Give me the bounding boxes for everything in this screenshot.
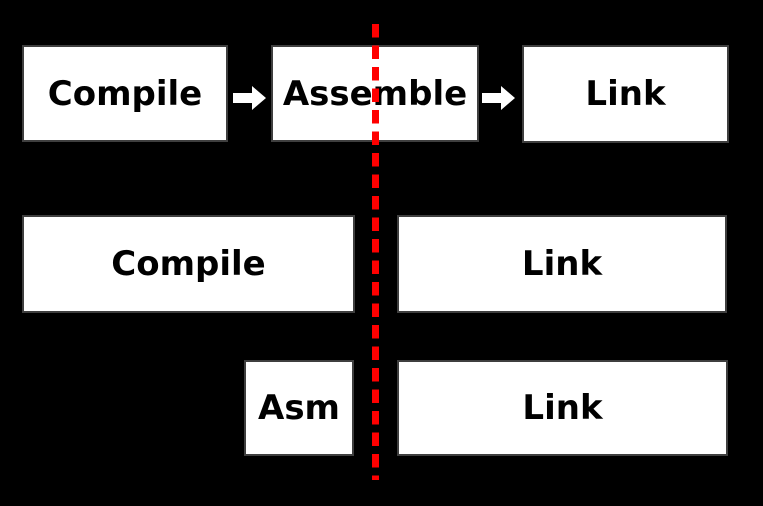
stage-label: Link [522,388,603,428]
stage-label: Compile [47,73,203,114]
stage-label: Link [521,244,603,284]
stage-label: Compile [111,244,266,284]
arrow-right-icon [233,86,266,110]
stage-box-assemble: Assemble [271,45,479,142]
arrow-right-icon [482,86,515,110]
stage-label: Asm [258,388,340,428]
stage-box-asm: Asm [244,360,354,456]
stage-box-compile-middle: Compile [22,215,355,313]
stage-box-compile-top: Compile [22,45,228,142]
stage-box-link-top: Link [522,45,729,143]
stage-box-link-bottom: Link [397,360,728,456]
stage-label: Assemble [282,73,468,114]
stage-box-link-middle: Link [397,215,727,313]
stage-label: Link [585,74,666,114]
